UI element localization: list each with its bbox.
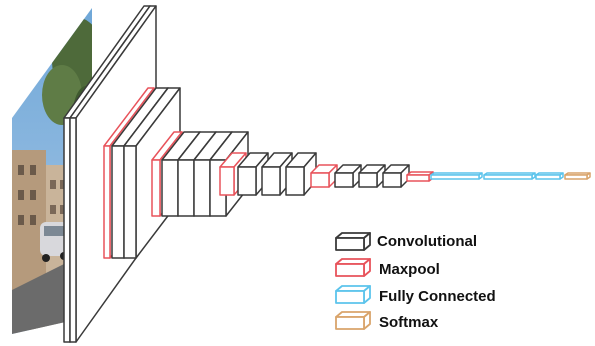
layer-maxpool-15	[310, 164, 338, 188]
layer-maxpool-19	[406, 171, 434, 182]
legend-label-convolutional: Convolutional	[377, 233, 477, 250]
layer-softmax-23	[564, 172, 591, 180]
convolutional-box-icon	[335, 232, 371, 251]
legend-label-fully-connected: Fully Connected	[379, 288, 496, 305]
legend	[335, 232, 371, 330]
maxpool-box-icon	[335, 258, 371, 277]
layer-fully-connected-20	[430, 172, 483, 180]
layer-convolutional-16	[334, 164, 362, 188]
fully-connected-box-icon	[335, 285, 371, 304]
legend-label-softmax: Softmax	[379, 314, 439, 331]
layer-fully-connected-21	[483, 172, 536, 180]
layer-convolutional-18	[382, 164, 410, 188]
layer-stack	[63, 5, 591, 343]
layer-convolutional-17	[358, 164, 386, 188]
layer-convolutional-14	[285, 152, 317, 196]
softmax-box-icon	[335, 311, 371, 330]
layer-fully-connected-22	[535, 172, 564, 180]
legend-label-maxpool: Maxpool	[379, 261, 440, 278]
